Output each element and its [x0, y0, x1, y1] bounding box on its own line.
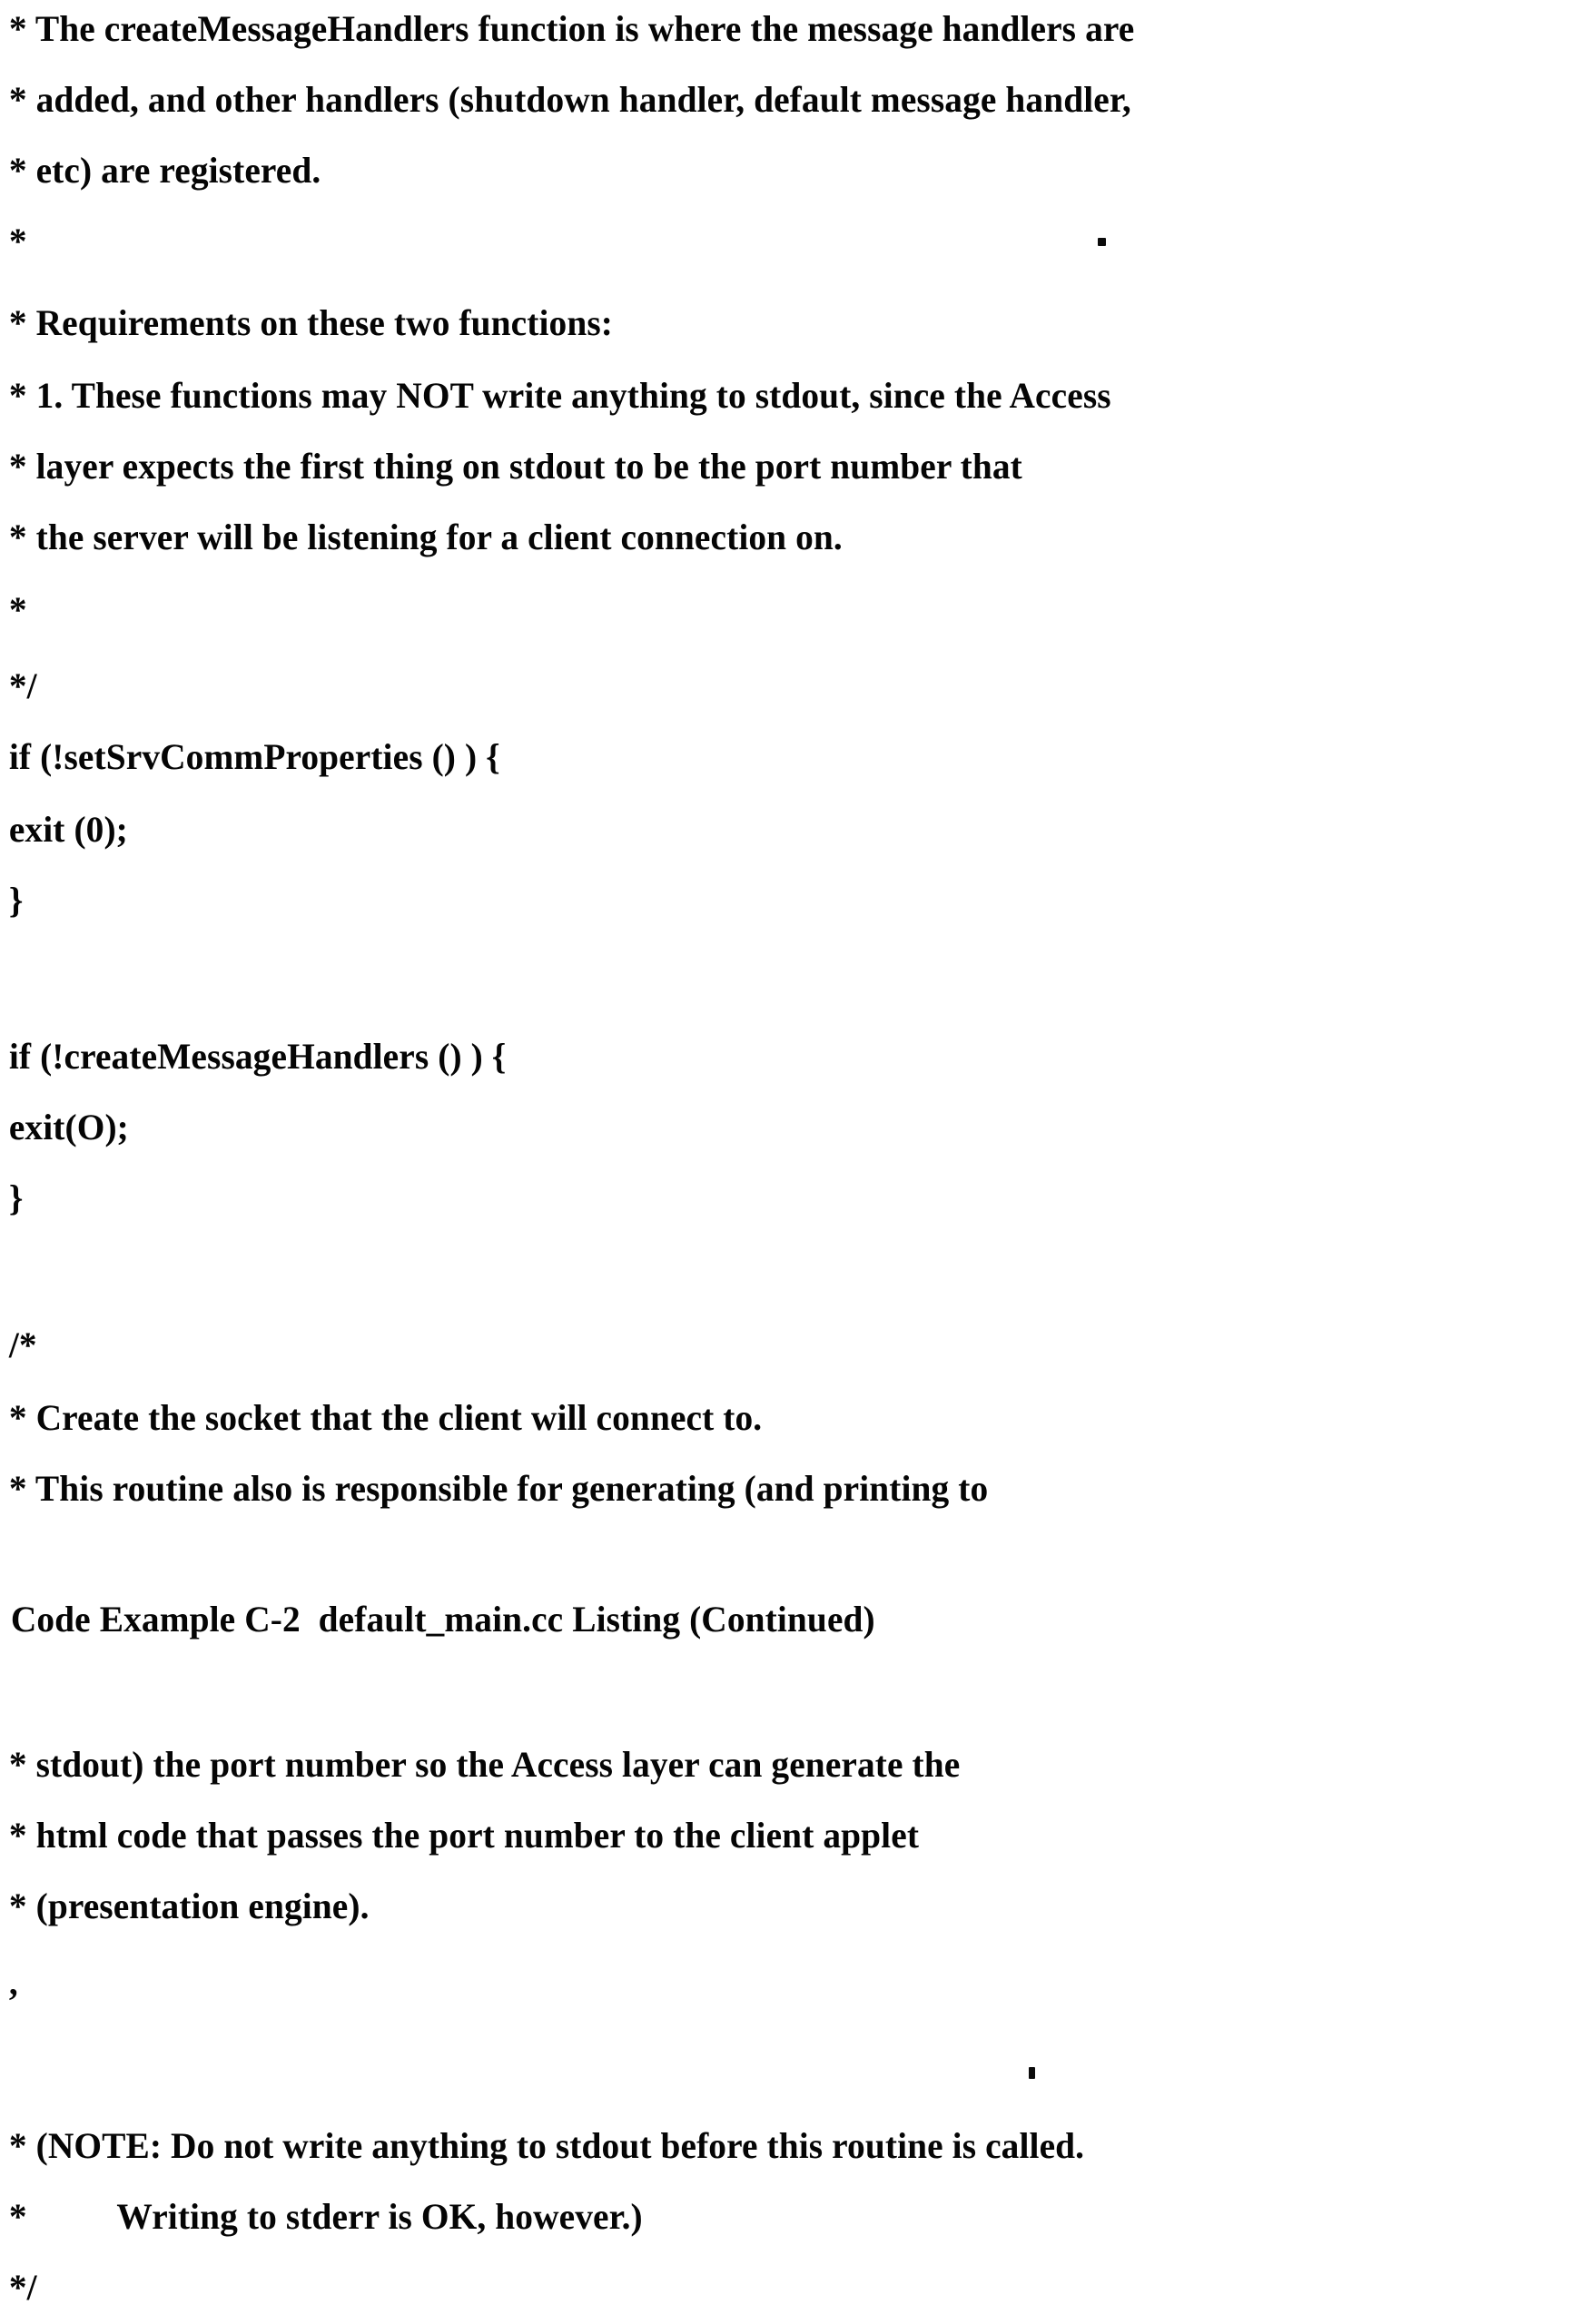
code-listing-line: * [8, 589, 27, 630]
code-listing-line: * added, and other handlers (shutdown ha… [8, 79, 1131, 120]
scan-speck [1098, 238, 1106, 246]
code-listing-line: */ [8, 665, 37, 706]
code-listing-line: * This routine also is responsible for g… [8, 1468, 989, 1509]
code-listing-line: * 1. These functions may NOT write anyth… [8, 375, 1111, 416]
code-listing-line: * Requirements on these two functions: [8, 302, 613, 343]
code-listing-line: * Create the socket that the client will… [8, 1397, 763, 1438]
code-listing-line: if (!setSrvCommProperties () ) { [8, 736, 500, 777]
code-listing-line: , [8, 1962, 18, 2003]
code-listing-line: exit (0); [8, 809, 128, 850]
code-listing-line: * stdout) the port number so the Access … [8, 1744, 961, 1785]
code-listing-line: * layer expects the first thing on stdou… [8, 446, 1022, 487]
code-listing-line: exit(O); [8, 1107, 129, 1147]
code-listing-line: * html code that passes the port number … [8, 1815, 920, 1856]
code-listing-line: if (!createMessageHandlers () ) { [8, 1036, 507, 1077]
code-listing-line: * (presentation engine). [8, 1886, 370, 1926]
code-listing-line: } [8, 1177, 24, 1218]
code-listing-line: } [8, 880, 24, 921]
code-listing-line: * Writing to stderr is OK, however.) [8, 2196, 643, 2237]
code-listing-line: /* [8, 1324, 37, 1365]
code-listing-line: * the server will be listening for a cli… [8, 517, 843, 557]
code-listing-line: * (NOTE: Do not write anything to stdout… [8, 2125, 1085, 2166]
code-listing-line: * [8, 221, 27, 261]
code-listing-line: * etc) are registered. [8, 150, 321, 191]
scan-speck [1029, 2067, 1035, 2079]
code-example-caption: Code Example C-2 default_main.cc Listing… [10, 1599, 875, 1640]
code-listing-line: */ [8, 2267, 37, 2308]
code-listing-line: * The createMessageHandlers function is … [8, 8, 1135, 49]
